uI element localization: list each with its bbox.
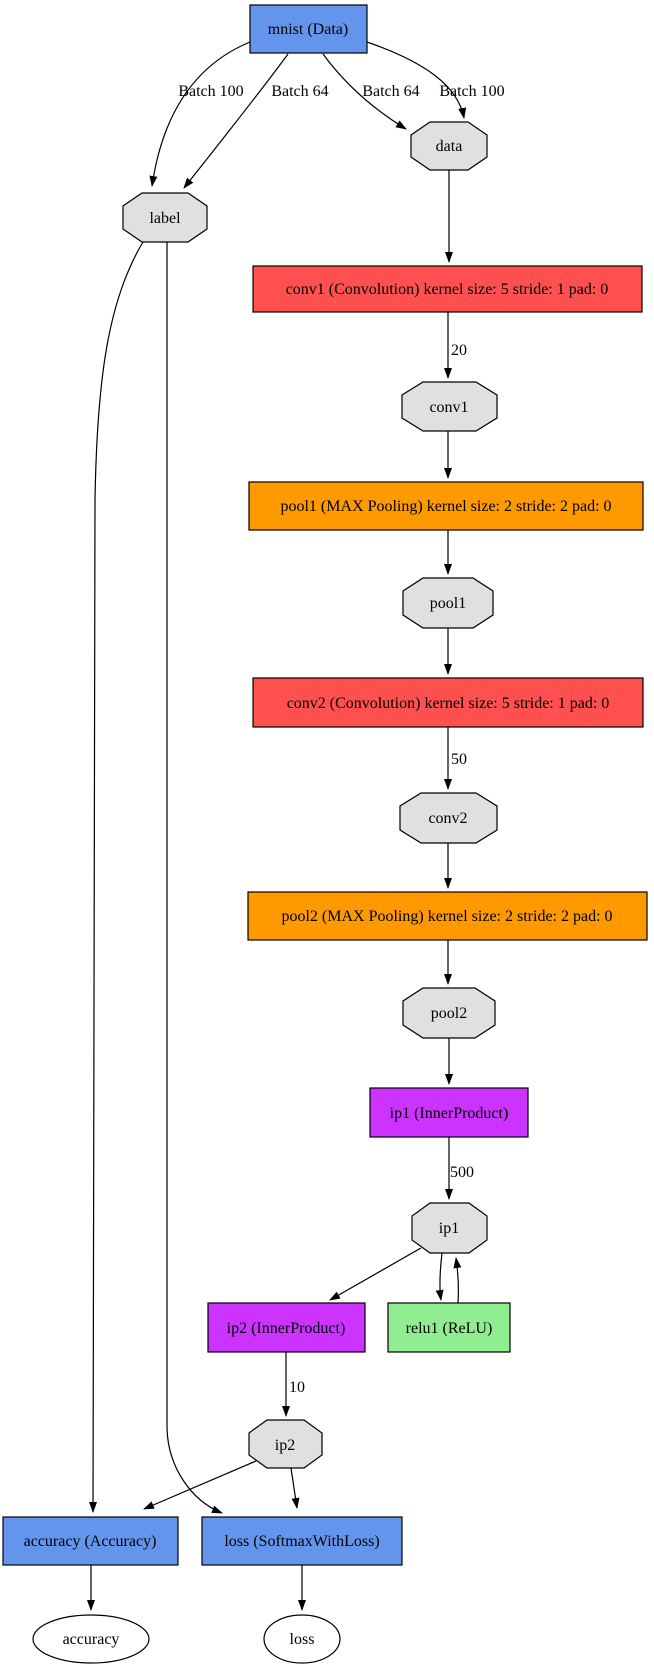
pool2-blob-label: pool2 xyxy=(431,1005,467,1022)
ip1-blob-label: ip1 xyxy=(439,1220,459,1237)
conv1-blob-octagon xyxy=(401,381,498,432)
pool2-blob-octagon xyxy=(402,987,496,1039)
node-pool1-layer: pool1 (MAX Pooling) kernel size: 2 strid… xyxy=(248,481,644,531)
edge-labels-group: Batch 100 Batch 64 Batch 64 Batch 100 20… xyxy=(178,83,504,1396)
edge-label-batch64-left: Batch 64 xyxy=(271,83,328,100)
edge-label-ip2-out: 10 xyxy=(289,1379,305,1396)
node-mnist-layer: mnist (Data) xyxy=(249,4,368,54)
node-label-blob: label xyxy=(122,192,208,243)
pool2-layer-label: pool2 (MAX Pooling) kernel size: 2 strid… xyxy=(281,908,612,925)
node-ip1-blob: ip1 xyxy=(411,1202,488,1254)
relu1-layer-box xyxy=(387,1302,511,1353)
nodes-group: mnist (Data) data label conv1 (Convoluti… xyxy=(2,4,648,1664)
pool1-layer-label: pool1 (MAX Pooling) kernel size: 2 strid… xyxy=(280,498,611,515)
edge-mnist-label-batch100 xyxy=(149,41,251,187)
node-ip2-blob: ip2 xyxy=(248,1419,323,1469)
accuracy-blob-label: accuracy xyxy=(63,1631,120,1648)
loss-layer-box xyxy=(201,1516,403,1566)
pool2-layer-box xyxy=(247,891,648,941)
data-blob-octagon xyxy=(410,121,488,171)
label-blob-label: label xyxy=(149,210,181,227)
accuracy-layer-box xyxy=(2,1516,179,1566)
node-relu1-layer: relu1 (ReLU) xyxy=(387,1302,511,1353)
data-blob-label: data xyxy=(436,138,463,155)
edge-ip1blob-ip2 xyxy=(329,1247,422,1301)
node-loss-blob: loss xyxy=(263,1614,341,1664)
conv2-blob-label: conv2 xyxy=(428,810,467,827)
conv1-layer-box xyxy=(252,265,643,313)
node-accuracy-blob: accuracy xyxy=(32,1614,150,1664)
node-loss-layer: loss (SoftmaxWithLoss) xyxy=(201,1516,403,1566)
edge-ip2blob-loss xyxy=(290,1467,300,1509)
edge-mnist-data-batch100 xyxy=(366,41,467,119)
edge-label-conv1-out: 20 xyxy=(451,342,467,359)
node-data-blob: data xyxy=(410,121,488,171)
accuracy-blob-ellipse xyxy=(32,1614,150,1664)
ip2-layer-label: ip2 (InnerProduct) xyxy=(227,1320,346,1337)
relu1-layer-label: relu1 (ReLU) xyxy=(406,1320,493,1337)
ip2-blob-label: ip2 xyxy=(275,1437,295,1454)
conv1-layer-label: conv1 (Convolution) kernel size: 5 strid… xyxy=(286,281,609,298)
edge-label-batch100-left: Batch 100 xyxy=(178,83,243,100)
mnist-layer-box xyxy=(249,4,368,54)
node-accuracy-layer: accuracy (Accuracy) xyxy=(2,1516,179,1566)
ip1-blob-octagon xyxy=(411,1202,488,1254)
ip2-blob-octagon xyxy=(248,1419,323,1469)
node-conv1-layer: conv1 (Convolution) kernel size: 5 strid… xyxy=(252,265,643,313)
conv1-blob-label: conv1 xyxy=(429,399,468,416)
conv2-layer-box xyxy=(252,677,644,728)
ip1-layer-label: ip1 (InnerProduct) xyxy=(390,1105,509,1122)
node-conv2-layer: conv2 (Convolution) kernel size: 5 strid… xyxy=(252,677,644,728)
node-ip1-layer: ip1 (InnerProduct) xyxy=(369,1087,529,1138)
edge-label-batch100-right: Batch 100 xyxy=(439,83,504,100)
node-pool2-layer: pool2 (MAX Pooling) kernel size: 2 strid… xyxy=(247,891,648,941)
mnist-layer-label: mnist (Data) xyxy=(268,21,348,38)
edge-label-ip1-out: 500 xyxy=(450,1164,474,1181)
ip2-layer-box xyxy=(207,1302,366,1353)
edge-mnist-label-batch64 xyxy=(183,53,289,189)
pool1-blob-label: pool1 xyxy=(430,595,466,612)
edge-relu1-ip1blob xyxy=(453,1257,462,1304)
edge-ip2blob-accuracy xyxy=(143,1460,257,1510)
conv2-blob-octagon xyxy=(399,792,498,844)
edge-ip1blob-relu1 xyxy=(435,1252,444,1301)
label-blob-octagon xyxy=(122,192,208,243)
edges-group xyxy=(87,41,467,1611)
node-conv1-blob: conv1 xyxy=(401,381,498,432)
node-conv2-blob: conv2 xyxy=(399,792,498,844)
pool1-blob-octagon xyxy=(402,577,494,629)
node-ip2-layer: ip2 (InnerProduct) xyxy=(207,1302,366,1353)
accuracy-layer-label: accuracy (Accuracy) xyxy=(24,1533,157,1550)
edge-label-conv2-out: 50 xyxy=(451,751,467,768)
edge-mnist-data-batch64 xyxy=(322,53,407,130)
loss-blob-label: loss xyxy=(290,1631,315,1648)
loss-blob-ellipse xyxy=(263,1614,341,1664)
node-pool2-blob: pool2 xyxy=(402,987,496,1039)
pool1-layer-box xyxy=(248,481,644,531)
node-pool1-blob: pool1 xyxy=(402,577,494,629)
conv2-layer-label: conv2 (Convolution) kernel size: 5 strid… xyxy=(287,695,610,712)
loss-layer-label: loss (SoftmaxWithLoss) xyxy=(224,1533,379,1550)
ip1-layer-box xyxy=(369,1087,529,1138)
edge-label-accuracy xyxy=(89,241,144,1513)
edge-label-batch64-right: Batch 64 xyxy=(362,83,419,100)
edge-label-loss xyxy=(166,242,223,1514)
